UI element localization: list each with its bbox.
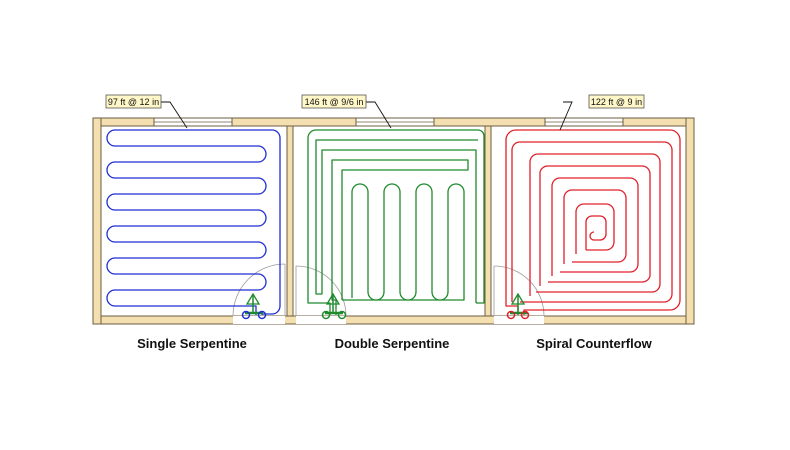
door-opening-2 (296, 316, 346, 324)
wall-left (92, 117, 102, 325)
leaders (161, 101, 573, 131)
tag-single-text: 97 ft @ 12 in (108, 97, 159, 107)
manifold-2 (321, 292, 347, 320)
manifold-3 (506, 292, 530, 320)
wall-bottom (92, 315, 695, 325)
wall-divider-1 (286, 125, 294, 317)
manifold-1 (241, 292, 267, 320)
wall-right (685, 117, 695, 325)
double-serpentine-loop (307, 129, 485, 315)
door-opening-3 (494, 316, 544, 324)
caption-double-serpentine: Double Serpentine (334, 336, 450, 351)
tag-spiral-text: 122 ft @ 9 in (591, 97, 642, 107)
tag-double: 146 ft @ 9/6 in (301, 94, 367, 109)
single-serpentine-loop (106, 129, 281, 315)
caption-spiral-counterflow: Spiral Counterflow (536, 336, 652, 351)
tag-double-text: 146 ft @ 9/6 in (305, 97, 364, 107)
tag-spiral: 122 ft @ 9 in (588, 94, 645, 109)
walls (92, 117, 695, 325)
door-opening-1 (233, 316, 285, 324)
wall-divider-2 (484, 125, 492, 317)
caption-single-serpentine: Single Serpentine (137, 336, 247, 351)
tag-single: 97 ft @ 12 in (105, 94, 162, 109)
spiral-counterflow-loop (505, 129, 681, 315)
